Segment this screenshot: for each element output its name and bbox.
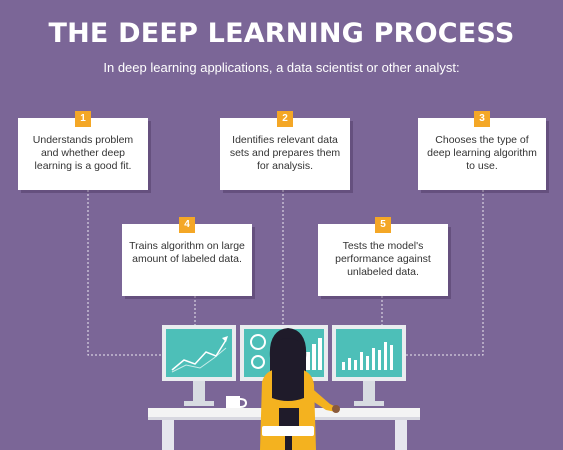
desk-leg-left (162, 420, 174, 450)
step-text-4: Trains algorithm on large amount of labe… (129, 240, 245, 265)
step-card-3: 3 Chooses the type of deep learning algo… (418, 111, 546, 190)
hand (332, 405, 340, 413)
step-card-2: 2 Identifies relevant data sets and prep… (220, 111, 350, 190)
step-card-4: 4 Trains algorithm on large amount of la… (122, 217, 252, 296)
connector-step-1 (87, 190, 162, 356)
connector-step-3 (405, 190, 484, 356)
page-title: THE DEEP LEARNING PROCESS (48, 18, 515, 49)
step-badge-1: 1 (75, 111, 91, 127)
step-badge-5: 5 (375, 217, 391, 233)
step-badge-2: 2 (277, 111, 293, 127)
step-card-1: 1 Understands problem and whether deep l… (18, 111, 148, 190)
step-card-5: 5 Tests the model's performance against … (318, 217, 448, 296)
step-badge-3: 3 (474, 111, 490, 127)
monitor-right (332, 325, 406, 406)
step-text-3: Chooses the type of deep learning algori… (427, 134, 537, 172)
step-text-1: Understands problem and whether deep lea… (32, 134, 134, 172)
desk-leg-right (395, 420, 407, 450)
monitor-left (162, 325, 236, 406)
step-text-5: Tests the model's performance against un… (335, 240, 431, 278)
step-text-2: Identifies relevant data sets and prepar… (229, 134, 341, 172)
office-chair (262, 408, 314, 450)
page-subtitle: In deep learning applications, a data sc… (103, 60, 460, 75)
step-badge-4: 4 (179, 217, 195, 233)
coffee-mug-icon (226, 396, 248, 408)
